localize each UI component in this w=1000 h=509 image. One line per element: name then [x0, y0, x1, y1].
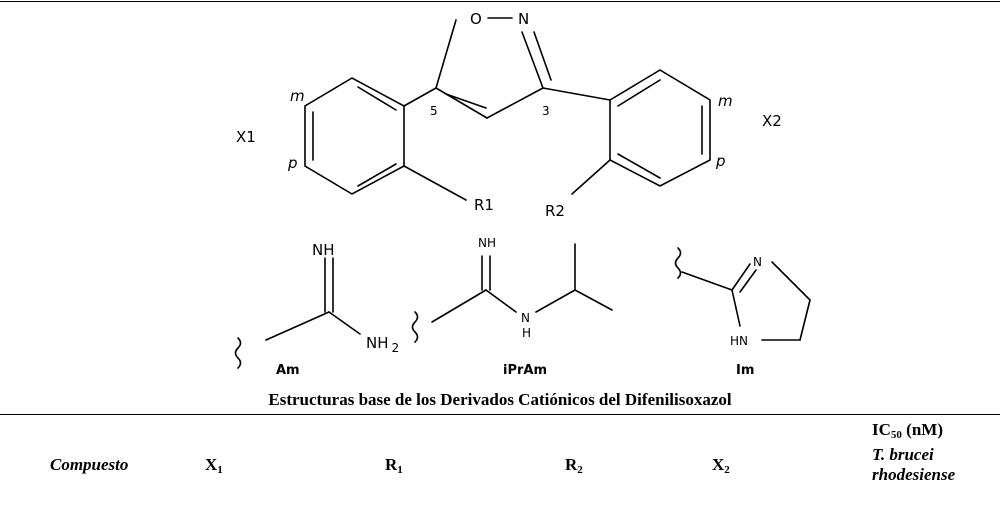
- top-rule: [0, 1, 1000, 2]
- am-nh-label: NH: [312, 241, 335, 259]
- header-x2: X2: [712, 455, 730, 476]
- header-x1: X1: [205, 455, 223, 476]
- meta-right-label: m: [718, 92, 733, 110]
- position-3-label: 3: [542, 104, 550, 118]
- nitrogen-label: N: [518, 10, 529, 28]
- species-line-2: rhodesiense: [872, 465, 956, 484]
- header-r1: R1: [385, 455, 403, 476]
- ipram-group-name: iPrAm: [503, 363, 547, 378]
- figure-caption: Estructuras base de los Derivados Catión…: [268, 390, 732, 409]
- ipram-nh-label: NH: [478, 236, 496, 250]
- im-group-name: Im: [736, 363, 754, 378]
- imidazoline-group: [674, 247, 811, 341]
- para-left-label: p: [287, 154, 298, 172]
- para-right-label: p: [715, 152, 726, 170]
- r2-substituent-label: R2: [545, 202, 565, 220]
- table-top-rule: [0, 414, 1000, 415]
- meta-left-label: m: [290, 87, 305, 105]
- ipram-n-label: N: [521, 311, 530, 325]
- r1-substituent-label: R1: [474, 196, 494, 214]
- x2-substituent-label: X2: [762, 112, 782, 130]
- amidine-group: [234, 257, 361, 369]
- ic50-label: IC50 (nM): [872, 420, 943, 441]
- position-5-label: 5: [430, 104, 438, 118]
- right-phenyl-ring: [542, 69, 711, 195]
- x1-substituent-label: X1: [236, 128, 256, 146]
- isopropylamidine-group: [411, 243, 613, 343]
- im-hn-label: HN: [730, 334, 748, 348]
- am-group-name: Am: [276, 363, 300, 378]
- header-compuesto: Compuesto: [50, 455, 129, 474]
- ipram-h-label: H: [522, 326, 531, 340]
- species-line-1: T. brucei: [872, 445, 934, 464]
- im-n-label: N: [753, 255, 762, 269]
- header-r2: R2: [565, 455, 583, 476]
- header-ic50: IC50 (nM) T. brucei rhodesiense: [872, 420, 955, 485]
- left-phenyl-ring: [304, 77, 467, 201]
- oxygen-label: O: [470, 10, 482, 28]
- isoxazole-ring: [435, 17, 552, 119]
